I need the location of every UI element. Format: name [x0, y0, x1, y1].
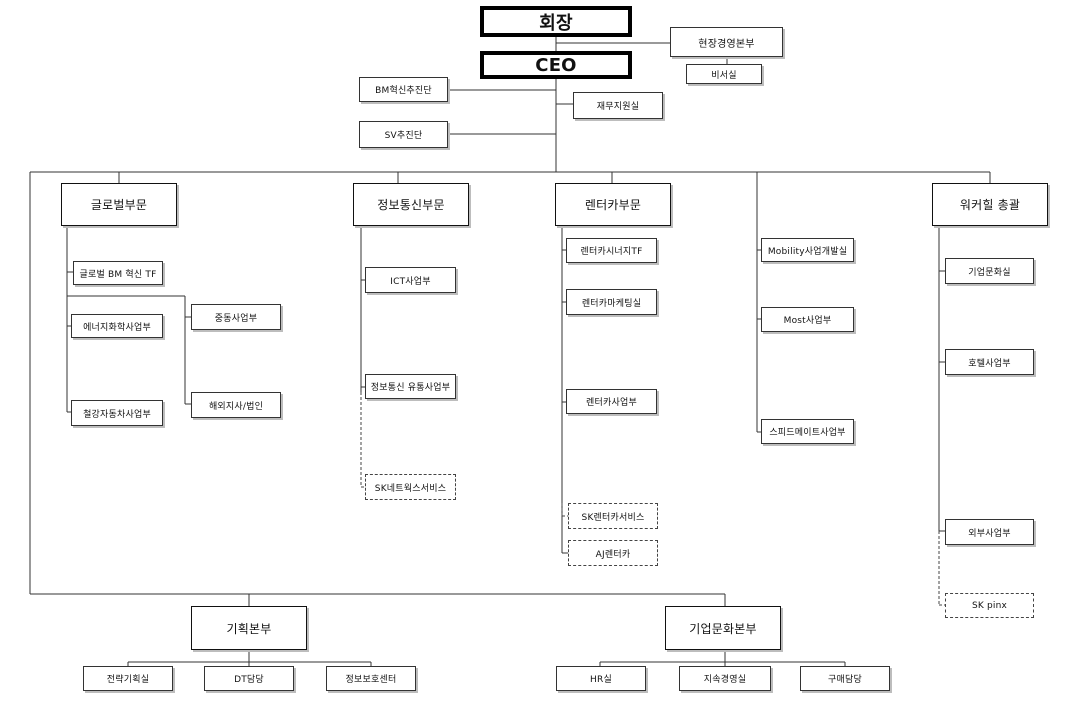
energy-chemical-box: 에너지화학사업부 [71, 314, 163, 338]
purchasing-box: 구매담당 [800, 666, 890, 691]
hotel-business-box: 호텔사업부 [945, 349, 1034, 375]
sk-pinx-box: SK pinx [945, 593, 1034, 618]
secretary-box: 비서실 [686, 64, 762, 84]
steel-auto-box: 철강자동차사업부 [71, 400, 163, 426]
global-bm-tf-box: 글로벌 BM 혁신 TF [73, 261, 163, 285]
middle-east-box: 중동사업부 [191, 304, 281, 330]
corp-culture-office-box: 기업문화실 [945, 258, 1034, 284]
info-security-box: 정보보호센터 [326, 666, 416, 691]
most-business-box: Most사업부 [761, 307, 854, 332]
ict-business-box: ICT사업부 [365, 267, 456, 293]
walkerhill-division-box: 워커힐 총괄 [932, 183, 1048, 226]
bm-innovation-box: BM혁신추진단 [359, 77, 448, 102]
rental-division-box: 렌터카부문 [555, 183, 671, 226]
speedmate-box: 스피드메이트사업부 [761, 419, 854, 444]
field-management-box: 현장경영본부 [670, 27, 783, 57]
dt-box: DT담당 [204, 666, 294, 691]
sk-networks-service-box: SK네트웍스서비스 [365, 474, 456, 500]
finance-support-box: 재무지원실 [573, 92, 663, 119]
aj-rentcar-box: AJ렌터카 [568, 540, 658, 566]
hr-office-box: HR실 [556, 666, 646, 691]
ict-division-box: 정보통신부문 [353, 183, 469, 226]
ict-distribution-box: 정보통신 유통사업부 [365, 374, 456, 399]
chairman-box: 회장 [480, 6, 632, 37]
strategy-planning-box: 전략기획실 [83, 666, 173, 691]
rental-marketing-box: 렌터카마케팅실 [566, 289, 657, 315]
ceo-box: CEO [480, 51, 632, 79]
external-business-box: 외부사업부 [945, 519, 1034, 545]
planning-hq-box: 기획본부 [191, 606, 307, 650]
sustainability-box: 지속경영실 [679, 666, 771, 691]
rental-synergy-tf-box: 렌터카시너지TF [566, 238, 657, 263]
sk-rentcar-service-box: SK렌터카서비스 [568, 503, 658, 529]
corp-culture-hq-box: 기업문화본부 [665, 606, 781, 650]
mobility-dev-box: Mobility사업개발실 [761, 238, 854, 262]
overseas-branch-box: 해외지사/법인 [191, 392, 281, 418]
rental-business-box: 렌터카사업부 [566, 389, 657, 414]
global-division-box: 글로벌부문 [61, 183, 177, 226]
sv-promotion-box: SV추진단 [359, 121, 448, 148]
